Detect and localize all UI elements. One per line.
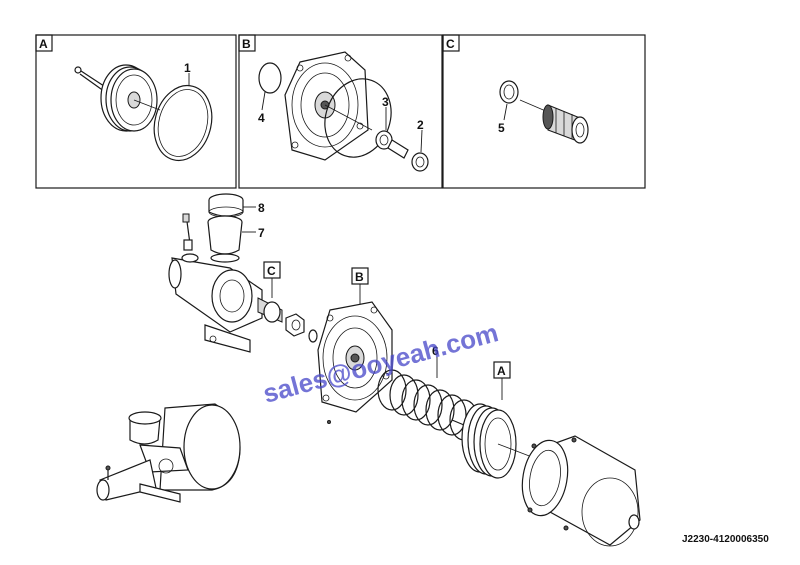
diaphragm xyxy=(324,78,392,158)
bushing-2 xyxy=(411,152,429,172)
callout-c-letter: C xyxy=(267,264,276,278)
part-label-6: 6 xyxy=(432,344,439,358)
part-label-1: 1 xyxy=(184,61,191,75)
valve-body xyxy=(168,253,283,353)
valve-sleeve xyxy=(519,99,589,144)
panel-c-letter: C xyxy=(446,37,455,51)
reservoir-cap xyxy=(208,193,244,218)
detail-panel-c: C 5 xyxy=(442,34,646,189)
seal-ring-1 xyxy=(153,84,213,162)
filter-bowl xyxy=(207,215,243,263)
air-fitting xyxy=(182,213,193,251)
detail-panel-a: A 1 xyxy=(35,34,237,189)
part-label-2: 2 xyxy=(417,118,424,132)
callout-a-letter: A xyxy=(497,364,506,378)
seal-5 xyxy=(499,80,519,104)
part-label-7: 7 xyxy=(258,226,265,240)
part-label-3: 3 xyxy=(382,95,389,109)
cylinder-housing xyxy=(521,435,641,547)
cover-plate xyxy=(284,51,373,161)
panel-a-letter: A xyxy=(39,37,48,51)
callout-b-letter: B xyxy=(355,270,364,284)
piston-assembly xyxy=(74,64,161,132)
main-piston xyxy=(451,403,546,479)
hex-nut xyxy=(285,313,305,337)
panel-b-letter: B xyxy=(242,37,251,51)
part-label-5: 5 xyxy=(498,121,505,135)
o-ring-4 xyxy=(258,62,282,94)
assembled-unit xyxy=(96,403,241,503)
part-label-4: 4 xyxy=(258,111,265,125)
pump-cover xyxy=(317,301,393,424)
drawing-code: J2230-4120006350 xyxy=(682,534,769,545)
detail-panel-b: B 4 3 2 xyxy=(238,34,443,189)
snap-ring xyxy=(308,329,318,343)
part-label-8: 8 xyxy=(258,201,265,215)
